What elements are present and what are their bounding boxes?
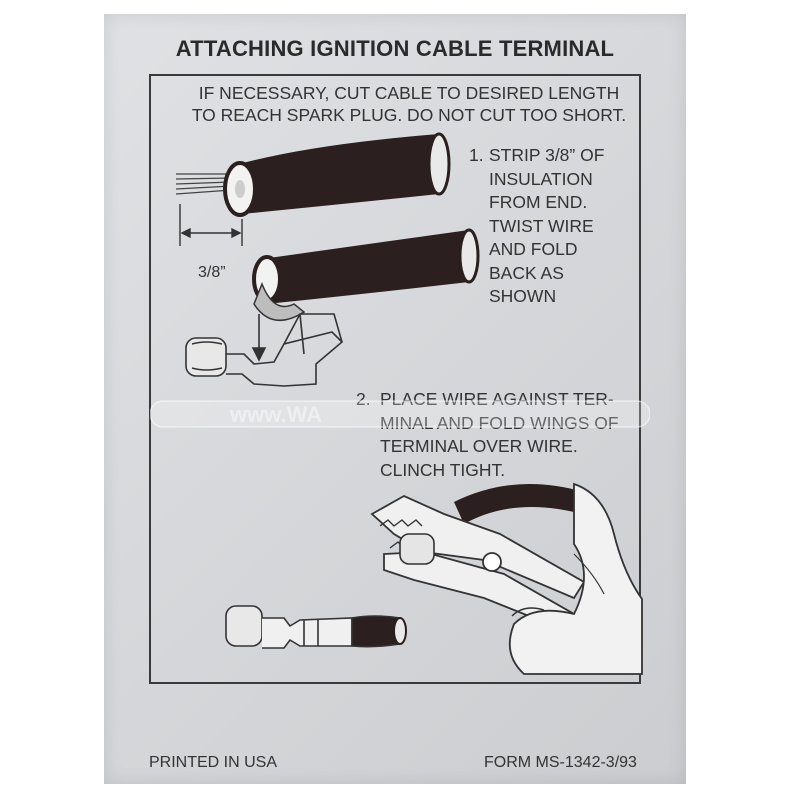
intro-text: IF NECESSARY, CUT CABLE TO DESIRED LENGT… (164, 82, 654, 126)
stripped-cable-illustration (175, 132, 451, 246)
instruction-frame (149, 74, 641, 684)
folded-wire-cable-illustration (252, 228, 480, 322)
printed-in-label: PRINTED IN USA (149, 754, 278, 771)
step-line: FROM END. (489, 192, 588, 212)
crimped-terminal-illustration (225, 605, 407, 649)
step-line: INSULATION (489, 168, 593, 189)
dimension-label: 3/8” (198, 264, 226, 281)
step-line: SHOWN (489, 286, 557, 306)
watermark-text: www.WA (229, 402, 322, 427)
instruction-card: ATTACHING IGNITION CABLE TERMINAL IF NEC… (104, 14, 686, 784)
step-line: AND FOLD (489, 239, 578, 259)
step-number: 1. (469, 145, 484, 165)
step-number: 2. (356, 389, 371, 409)
intro-line: TO REACH SPARK PLUG. DO NOT CUT TOO SHOR… (191, 105, 627, 125)
illustrations (175, 132, 643, 675)
step-line: CLINCH TIGHT. (380, 459, 506, 480)
pliers-illustration (370, 482, 643, 675)
arrow-down-icon (251, 314, 267, 362)
step-1-text: 1.STRIP 3/8” OF INSULATION FROM END. TWI… (469, 144, 604, 309)
step-line: PLACE WIRE AGAINST TER- (380, 389, 614, 409)
form-number: FORM MS-1342-3/93 (484, 754, 637, 771)
document-title: ATTACHING IGNITION CABLE TERMINAL (175, 36, 615, 61)
step-line: TERMINAL OVER WIRE. (380, 436, 578, 456)
step-line: TWIST WIRE (489, 215, 594, 236)
intro-line: IF NECESSARY, CUT CABLE TO DESIRED LENGT… (198, 83, 620, 103)
terminal-illustration (185, 313, 344, 387)
step-line: STRIP 3/8” OF (489, 145, 605, 165)
watermark-logo: www.WA (150, 400, 650, 428)
step-line: BACK AS (489, 262, 564, 283)
